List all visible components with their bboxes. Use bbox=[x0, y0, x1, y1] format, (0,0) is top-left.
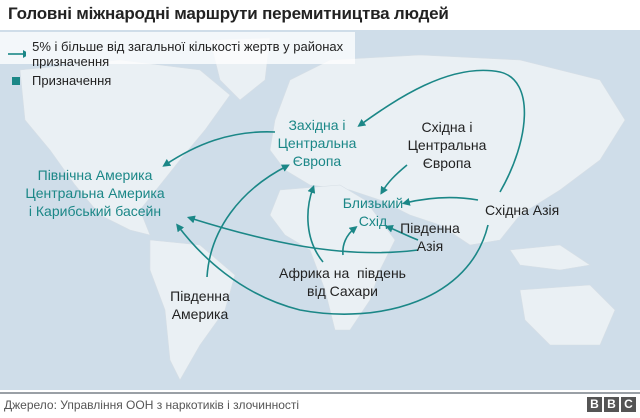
legend-destination: Призначення bbox=[8, 73, 111, 88]
route-south-asia-to-middle-east bbox=[385, 224, 419, 241]
arrow-icon bbox=[8, 50, 27, 58]
route-africa-to-west-europe bbox=[307, 184, 324, 263]
map-title: Головні міжнародні маршрути перемитництв… bbox=[8, 4, 449, 23]
footer: Джерело: Управління ООН з наркотиків і з… bbox=[0, 392, 640, 418]
route-arrows bbox=[162, 69, 526, 315]
world-map bbox=[0, 30, 640, 390]
route-west-europe-to-north-america bbox=[162, 131, 276, 167]
source-text: Джерело: Управління ООН з наркотиків і з… bbox=[4, 398, 300, 412]
legend-destination-label: Призначення bbox=[32, 73, 112, 88]
land-masses bbox=[19, 37, 626, 381]
route-south-asia-to-caribbean bbox=[186, 215, 419, 254]
label-east-asia: Східна Азія bbox=[485, 202, 560, 218]
legend-route: 5% і більше від загальної кількості жерт… bbox=[8, 39, 355, 69]
route-east-asia-to-caribbean bbox=[176, 223, 489, 315]
legend-route-label: 5% і більше від загальної кількості жерт… bbox=[32, 39, 344, 69]
route-africa-to-middle-east bbox=[342, 226, 358, 256]
route-east-asia-to-west-europe bbox=[357, 69, 526, 193]
route-east-europe-to-middle-east bbox=[380, 164, 408, 195]
route-east-asia-to-middle-east bbox=[401, 196, 479, 206]
legend: 5% і більше від загальної кількості жерт… bbox=[0, 32, 355, 69]
square-icon bbox=[12, 76, 20, 85]
